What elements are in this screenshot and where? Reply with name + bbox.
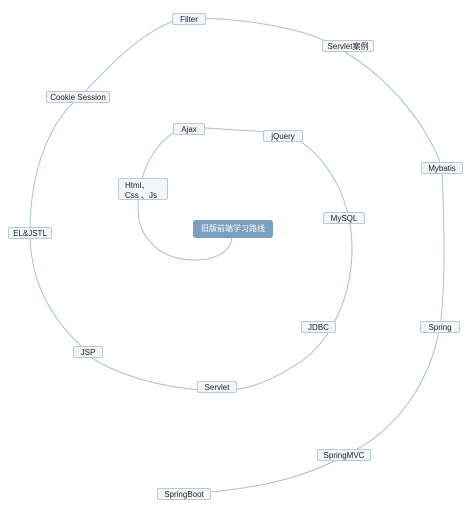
node-ajax[interactable]: Ajax	[173, 123, 205, 135]
node-mysql[interactable]: MySQL	[323, 212, 365, 224]
node-jquery[interactable]: jQuery	[263, 130, 303, 142]
node-servlet[interactable]: Servlet	[197, 381, 237, 393]
node-servlet-case[interactable]: Servlet案例	[322, 40, 374, 52]
node-cookie-session[interactable]: Cookie Session	[46, 91, 110, 103]
spiral-path	[29, 17, 445, 495]
node-springmvc[interactable]: SpringMVC	[317, 449, 371, 461]
node-html-css-js[interactable]: Html、Css 、Js	[118, 178, 168, 200]
node-mybatis[interactable]: Mybatis	[421, 162, 463, 174]
node-springboot[interactable]: SpringBoot	[157, 488, 211, 500]
node-jsp[interactable]: JSP	[73, 346, 103, 358]
node-jdbc[interactable]: JDBC	[301, 321, 336, 333]
node-el-jstl[interactable]: EL&JSTL	[8, 227, 52, 239]
node-spring[interactable]: Spring	[420, 321, 460, 333]
center-topic[interactable]: 旧版前端学习路线	[193, 220, 273, 238]
node-filter[interactable]: Filter	[172, 13, 206, 25]
